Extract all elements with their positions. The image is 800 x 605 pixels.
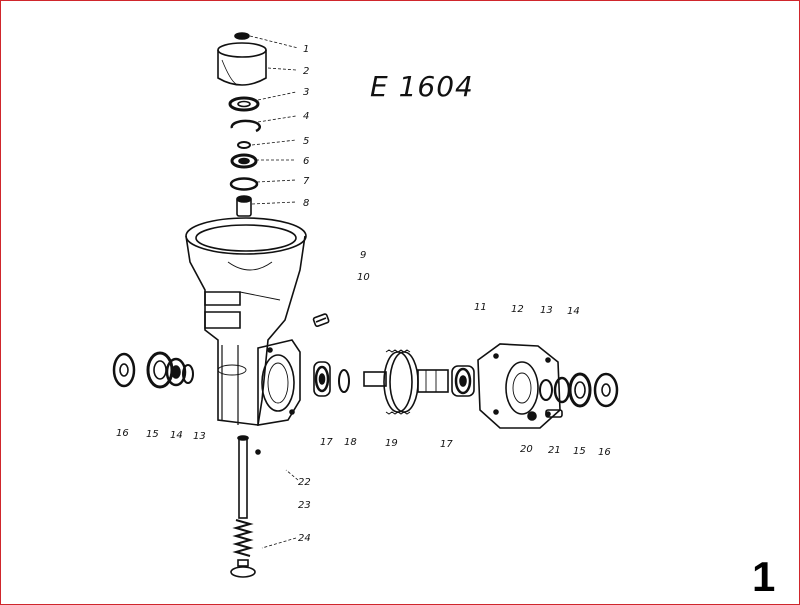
callout-8: 8: [303, 198, 309, 209]
callout-17-right: 17: [440, 439, 453, 450]
part-17-bearing: [313, 361, 331, 397]
part-6-bearing: [230, 153, 258, 169]
callout-6: 6: [303, 156, 309, 167]
part-17-bearing-right: [451, 365, 475, 397]
part-16-washer-left: [112, 352, 136, 388]
callout-7: 7: [303, 176, 310, 187]
part-9-gear-housing: [185, 217, 307, 426]
callout-15-right: 15: [573, 446, 586, 457]
part-8-bushing: [236, 195, 252, 217]
drawing-title: E 1604: [370, 70, 474, 103]
callout-4: 4: [303, 111, 309, 122]
callout-3: 3: [303, 87, 309, 98]
callout-13-top: 13: [540, 305, 553, 316]
callout-12: 12: [511, 304, 524, 315]
part-16-washer-right: [593, 372, 619, 408]
part-14-ring-right: [553, 376, 571, 404]
callout-15-left: 15: [146, 429, 159, 440]
part-3-seal: [228, 96, 260, 112]
part-5-ring: [237, 141, 251, 149]
callouts: 1 2 3 4 5 6 7 8 9 10 11 12 13 14 16 15 1…: [116, 44, 611, 544]
part-19-gear-shaft: [363, 349, 449, 415]
callout-23: 23: [298, 500, 311, 511]
callout-11: 11: [474, 302, 487, 313]
callout-9: 9: [360, 250, 366, 261]
part-13-ring-right: [539, 379, 553, 401]
callout-2: 2: [303, 66, 309, 77]
callout-16-right: 16: [598, 447, 611, 458]
part-11-cover-flange: [477, 343, 561, 429]
callout-17-left: 17: [320, 437, 333, 448]
leader-lines: [249, 35, 299, 549]
part-21-screw: [545, 409, 563, 418]
callout-14-left: 14: [170, 430, 183, 441]
part-14-bearing-left: [165, 357, 187, 387]
page-number: 1: [752, 553, 776, 600]
callout-20: 20: [520, 444, 533, 455]
part-24-spring: [230, 519, 256, 578]
part-13-ring-left: [182, 364, 194, 384]
callout-21: 21: [548, 445, 561, 456]
callout-14-top: 14: [567, 306, 580, 317]
callout-18: 18: [344, 437, 357, 448]
part-4-circlip: [230, 119, 261, 133]
part-20-nut: [527, 411, 537, 421]
callout-5: 5: [303, 136, 309, 147]
part-18-ring: [338, 369, 350, 393]
callout-1: 1: [303, 44, 309, 55]
callout-24: 24: [298, 533, 311, 544]
callout-10: 10: [357, 272, 370, 283]
callout-16-left: 16: [116, 428, 129, 439]
callout-19: 19: [385, 438, 398, 449]
part-1-cap: [234, 32, 250, 40]
part-10-screw: [312, 313, 330, 327]
part-22-shaft: [237, 435, 261, 519]
callout-22: 22: [298, 477, 311, 488]
part-7-ring: [229, 177, 259, 191]
part-15-seal-left: [146, 351, 174, 389]
part-2-bell-cover: [217, 42, 267, 86]
part-15-seal-right: [568, 372, 592, 408]
callout-13-left: 13: [193, 431, 206, 442]
